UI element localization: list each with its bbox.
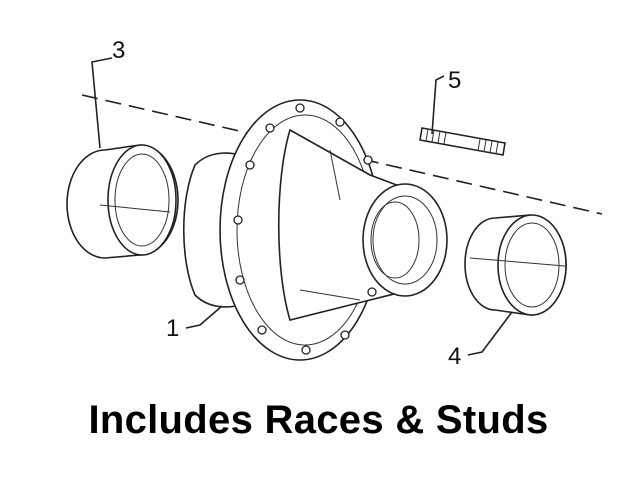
label-hub: 1 <box>166 315 179 342</box>
inner-bearing-race <box>66 144 179 259</box>
label-outer-race: 4 <box>448 343 461 370</box>
wheel-stud <box>419 127 506 156</box>
leader-line-5 <box>431 75 445 135</box>
caption: Includes Races & Studs <box>88 398 549 442</box>
leader-line-1 <box>185 305 223 329</box>
hub-exploded-diagram: 3 5 1 4 <box>66 37 603 370</box>
wheel-hub <box>182 99 448 361</box>
label-inner-race: 3 <box>112 37 125 64</box>
label-stud: 5 <box>448 67 461 94</box>
leader-line-3 <box>91 57 113 149</box>
outer-bearing-race <box>464 214 567 316</box>
leader-line-4 <box>467 311 513 356</box>
